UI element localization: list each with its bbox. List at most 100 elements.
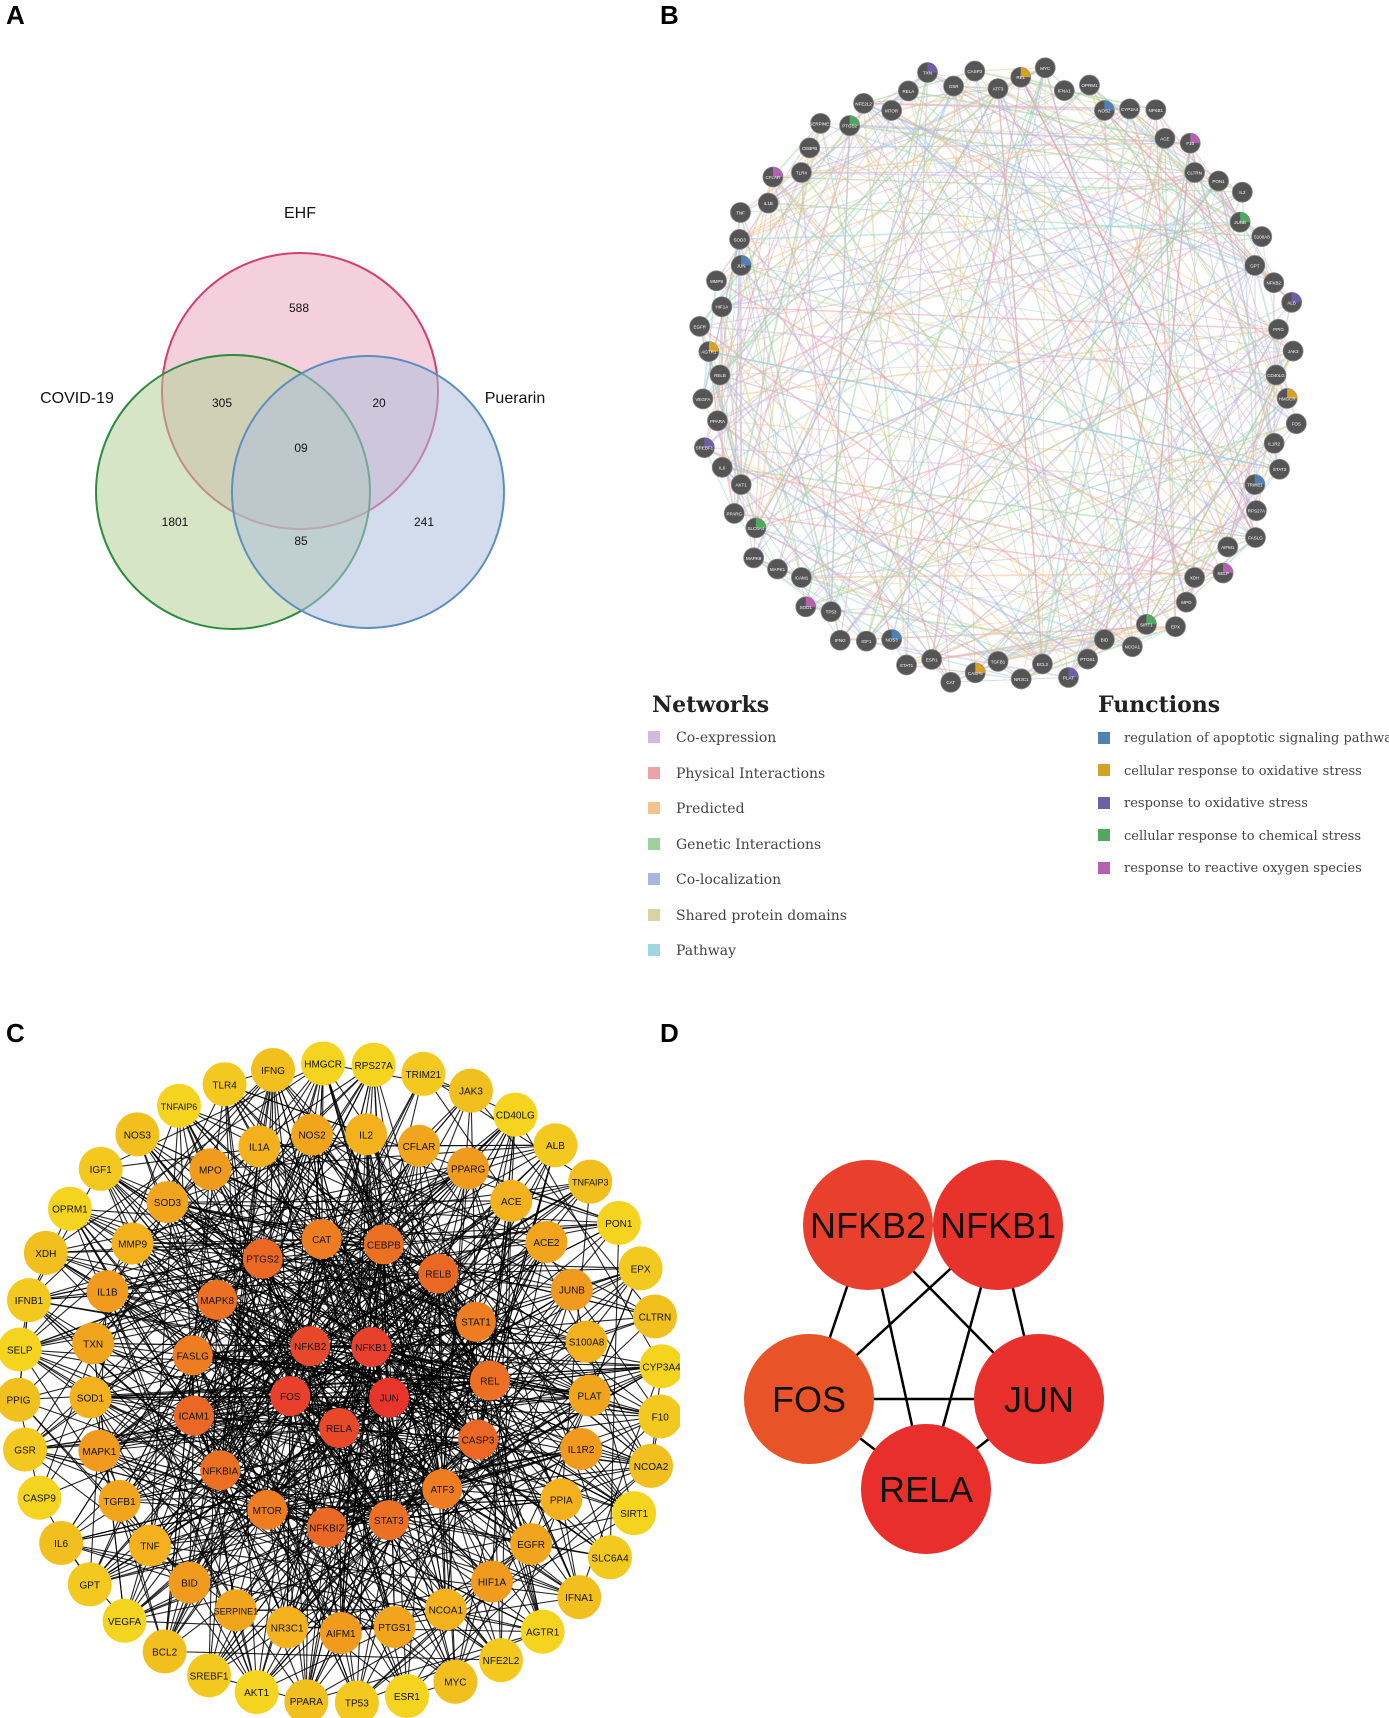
ppi-node-alb: ALB <box>533 1123 578 1168</box>
genemania-node-ppara: PPARA <box>707 410 728 432</box>
ppi-node-ppara: PPARA <box>284 1679 329 1718</box>
ppi-node-cat: CAT <box>301 1219 342 1260</box>
ppi-node-label: GSR <box>14 1446 36 1457</box>
genemania-node-nfkb1: NFKB1 <box>1145 99 1167 121</box>
genemania-node-label: NOS2 <box>1098 108 1111 113</box>
networks-legend-item: Predicted <box>648 799 745 819</box>
genemania-edge <box>863 102 1196 578</box>
genemania-node-label: NCOA1 <box>1125 645 1141 650</box>
genemania-node-label: SELP <box>1217 571 1229 576</box>
ppi-node-aifm1: AIFM1 <box>319 1611 362 1654</box>
legend-swatch <box>1098 731 1110 744</box>
ppi-edge <box>178 1105 547 1243</box>
genemania-node-label: MYC <box>1040 66 1051 71</box>
hub-node-jun: JUN <box>974 1334 1104 1464</box>
genemania-edge <box>722 466 1224 574</box>
ppi-edge <box>475 1144 556 1322</box>
ppi-edge <box>69 1208 194 1356</box>
genemania-edge <box>708 221 1241 353</box>
ppi-node-epx: EPX <box>618 1246 663 1291</box>
ppi-edge <box>262 1258 477 1323</box>
genemania-edge <box>865 180 1219 642</box>
genemania-node-myc: MYC <box>1034 57 1056 79</box>
ppi-edge <box>164 1415 195 1652</box>
ppi-node-hmgcr: HMGCR <box>301 1041 346 1086</box>
genemania-edge <box>755 350 1294 529</box>
ppi-node-label: IFNG <box>261 1066 285 1077</box>
ppi-node-label: HMGCR <box>304 1059 342 1070</box>
ppi-edge <box>286 1396 291 1628</box>
genemania-node-ifna1: IFNA1 <box>1053 80 1075 101</box>
ppi-edge <box>92 1342 443 1490</box>
genemania-edge <box>1087 328 1280 660</box>
ppi-edge <box>99 1450 408 1697</box>
genemania-edge <box>739 212 841 641</box>
ppi-node-rel: REL <box>469 1360 510 1401</box>
ppi-edge <box>19 1349 291 1397</box>
genemania-node-faslg: FASLG <box>1245 527 1266 548</box>
genemania-node-label: SREBF1 <box>696 446 714 451</box>
ppi-node-label: CD40LG <box>496 1111 535 1122</box>
genemania-edge <box>805 422 1297 608</box>
ppi-node-igf1: IGF1 <box>78 1146 123 1191</box>
venn-count-covid-only: 1801 <box>162 515 189 529</box>
ppi-node-label: S100A8 <box>569 1338 605 1349</box>
genemania-node-slc6a4: SLC6A4 <box>745 517 767 539</box>
ppi-node-mtor: MTOR <box>247 1489 288 1530</box>
genemania-edge <box>905 72 929 665</box>
ppi-node-label: RELA <box>326 1424 352 1435</box>
ppi-node-il2: IL2 <box>345 1113 388 1156</box>
genemania-edge <box>931 109 1157 660</box>
ppi-node-label: PTGS2 <box>246 1255 279 1266</box>
ppi-node-label: TNFAIP6 <box>161 1102 198 1112</box>
ppi-node-label: SOD3 <box>154 1198 182 1209</box>
ppi-edge <box>470 1090 477 1322</box>
ppi-edge <box>438 1181 591 1275</box>
genemania-edge <box>906 442 1275 666</box>
genemania-node-txn: TXN <box>917 62 938 83</box>
genemania-node-label: CYP3A4 <box>1121 107 1139 112</box>
genemania-node-bid: BID <box>1093 629 1115 650</box>
ppi-node-label: MTOR <box>253 1506 282 1517</box>
ppi-edge <box>192 1354 662 1367</box>
genemania-node-cat: CAT <box>940 671 962 693</box>
ppi-node-ptgs1: PTGS1 <box>373 1605 416 1648</box>
ppi-edge <box>326 1527 502 1661</box>
genemania-edge <box>820 122 1256 267</box>
genemania-node-cebpb: CEBPB <box>799 137 821 159</box>
ppi-edge <box>24 1449 446 1611</box>
legend-label: Co-expression <box>676 730 777 746</box>
genemania-edge <box>740 264 1280 470</box>
genemania-edge <box>739 221 1241 241</box>
ppi-edge <box>365 1134 580 1598</box>
ppi-node-tnfaip6: TNFAIP6 <box>157 1083 201 1128</box>
ppi-node-label: RPS27A <box>354 1061 393 1072</box>
genemania-node-label: RELA <box>903 89 915 94</box>
ppi-edge <box>100 1168 443 1490</box>
ppi-node-slc6a4: SLC6A4 <box>588 1535 633 1580</box>
ppi-node-jun: JUN <box>369 1377 410 1418</box>
ppi-node-label: PTGS1 <box>378 1623 411 1634</box>
genemania-edge <box>997 88 1256 266</box>
ppi-edge <box>388 1200 512 1398</box>
legend-label: Pathway <box>676 943 737 959</box>
ppi-edge <box>19 1349 121 1502</box>
genemania-node-label: ICAM1 <box>795 575 809 580</box>
genemania-edge <box>721 467 841 641</box>
genemania-edge <box>927 72 1257 511</box>
genemania-node-label: TLR4 <box>796 171 808 176</box>
genemania-node-tnf: TNF <box>730 202 751 223</box>
genemania-edge <box>716 306 723 421</box>
ppi-edge <box>388 1498 562 1521</box>
genemania-edge <box>997 623 1147 663</box>
genemania-node-il1r2: IL1R2 <box>1263 432 1285 454</box>
genemania-edge <box>716 280 1288 400</box>
ppi-edge <box>262 1258 291 1397</box>
ppi-edge <box>365 1134 477 1322</box>
genemania-node-label: IGF1 <box>861 639 871 644</box>
genemania-edge <box>721 466 757 529</box>
genemania-edge <box>1185 265 1256 603</box>
ppi-node-label: PPARA <box>290 1697 323 1708</box>
genemania-edge <box>1103 143 1191 640</box>
ppi-edge <box>256 1239 323 1693</box>
